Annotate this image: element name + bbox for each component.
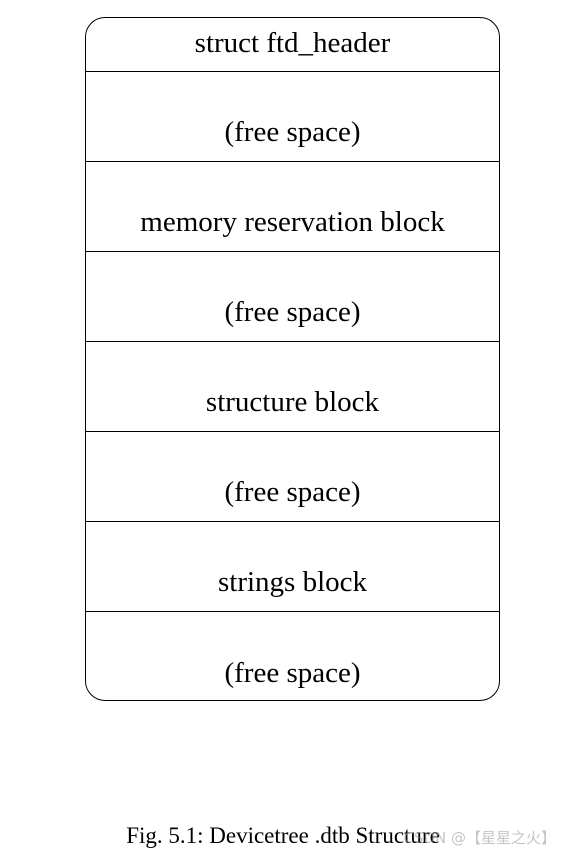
block-label: (free space) [224, 657, 361, 689]
block-free-space: (free space) [86, 252, 499, 342]
block-free-space: (free space) [86, 612, 499, 700]
figure-caption: Fig. 5.1: Devicetree .dtb Structure [126, 823, 440, 848]
block-label: struct ftd_header [194, 27, 391, 59]
dtb-structure-diagram: struct ftd_header (free space) memory re… [85, 17, 500, 701]
block-label: strings block [217, 566, 368, 598]
block-structure: structure block [86, 342, 499, 432]
block-free-space: (free space) [86, 72, 499, 162]
block-label: (free space) [224, 116, 361, 148]
block-memory-reservation: memory reservation block [86, 162, 499, 252]
block-label: (free space) [224, 296, 361, 328]
block-label: structure block [205, 386, 380, 418]
block-label: (free space) [224, 476, 361, 508]
block-strings: strings block [86, 522, 499, 612]
block-free-space: (free space) [86, 432, 499, 522]
watermark: CSDN @【星星之火】 [403, 829, 556, 847]
block-label: memory reservation block [140, 206, 445, 238]
block-ftd-header: struct ftd_header [86, 18, 499, 72]
